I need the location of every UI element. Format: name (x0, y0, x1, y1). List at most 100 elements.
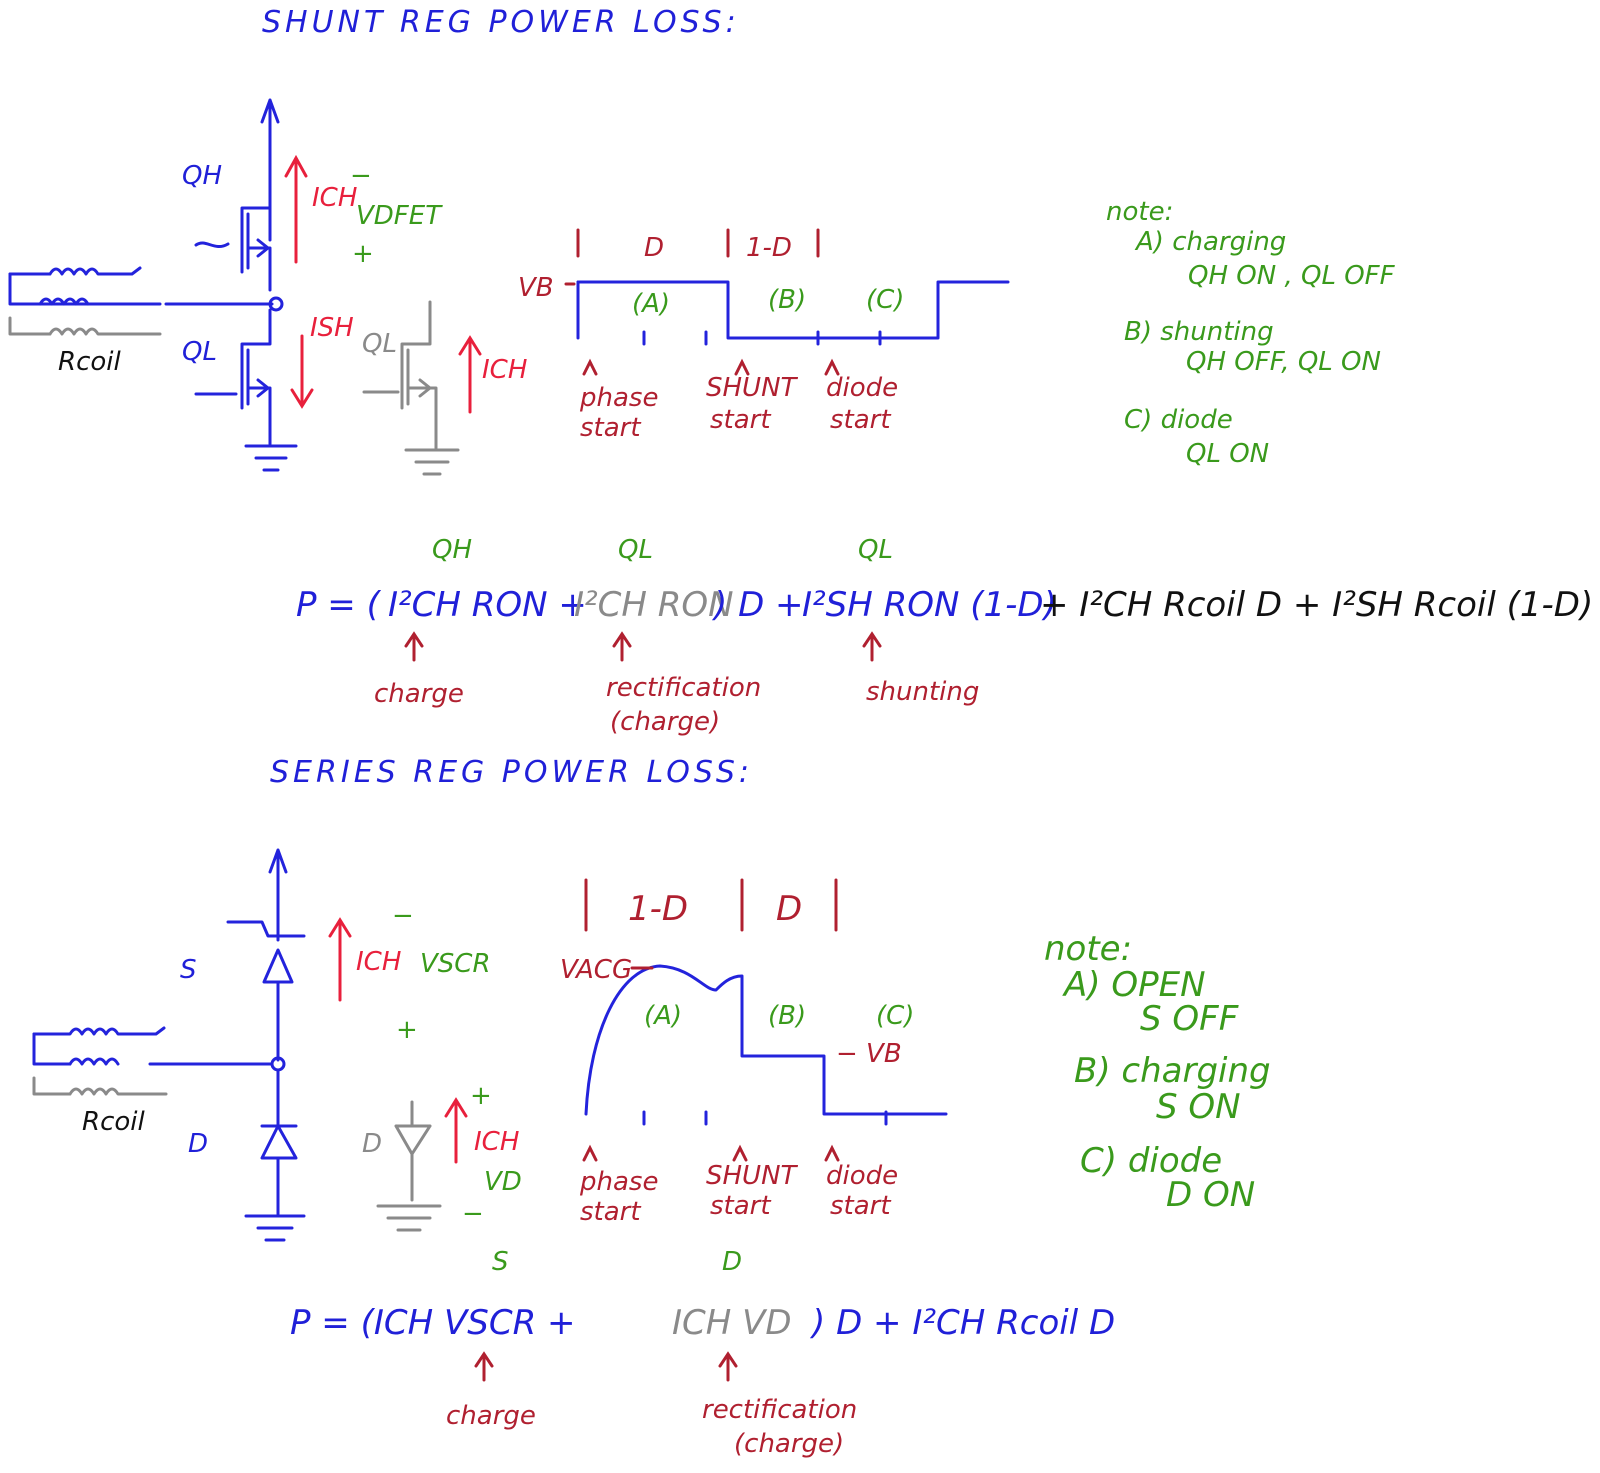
eq1-p: P = ( (296, 585, 382, 625)
series-plus: + (396, 1015, 418, 1045)
series-diode-label: diode (826, 1161, 898, 1191)
series-equation: S D P = (ICH VSCR + ICH VD ) D + I²CH Rc… (290, 1247, 1115, 1459)
series-vb-label: − VB (836, 1039, 902, 1069)
eq1-charge: charge (374, 679, 464, 709)
shunt-d-label: D (644, 233, 664, 263)
series-d-gray-label: D (362, 1129, 382, 1159)
shunt-plus: + (352, 239, 374, 269)
series-c-label: (C) (876, 1001, 914, 1031)
shunt-diode-label: diode (826, 373, 898, 403)
shunt-vb-label: VB (518, 273, 554, 303)
shunt-note: note: A) charging QH ON , QL OFF B) shun… (1106, 197, 1396, 469)
series-coils (32, 1026, 168, 1096)
shunt-minus: − (350, 161, 372, 191)
shunt-coils (8, 266, 162, 336)
shunt-ql-gray-label: QL (362, 329, 397, 359)
vscr-label: VSCR (420, 949, 491, 979)
eq2-top-s: S (492, 1247, 509, 1277)
series-note-b1: B) charging (1074, 1051, 1271, 1091)
series-note-c2: D ON (1166, 1175, 1255, 1215)
series-phase-label: phase (579, 1167, 658, 1197)
series-rcoil-label: Rcoil (82, 1107, 145, 1137)
series-note-title: note: (1044, 929, 1132, 969)
shunt-shunt-start: start (710, 405, 771, 435)
series-note: note: A) OPEN S OFF B) charging S ON C) … (1044, 929, 1271, 1215)
shunt-b-label: (B) (768, 285, 806, 315)
eq2-p: P = (ICH VSCR + (290, 1303, 576, 1343)
eq1-term4: I²SH RON (1-D) (802, 585, 1057, 625)
series-circuit (148, 848, 306, 1242)
shunt-note-title: note: (1106, 197, 1173, 227)
eq1-term2: I²CH RON (574, 585, 734, 625)
eq1-term5: + I²CH Rcoil D + I²SH Rcoil (1-D) (1040, 585, 1593, 625)
series-note-a2: S OFF (1140, 999, 1239, 1039)
shunt-rcoil-label: Rcoil (58, 347, 121, 377)
series-a-label: (A) (644, 1001, 682, 1031)
ish-arrow (290, 334, 314, 409)
eq1-top-ql1: QL (618, 535, 653, 565)
vdfet-label: VDFET (356, 201, 443, 231)
series-ich2-label: ICH (474, 1127, 519, 1157)
series-note-b2: S ON (1156, 1087, 1241, 1127)
ich-arrow (284, 154, 308, 264)
vd-label: VD (484, 1167, 522, 1197)
eq1-term3: ) D + (711, 585, 804, 625)
series-d-label: D (188, 1129, 208, 1159)
eq1-rect2: (charge) (610, 707, 720, 737)
series-note-c1: C) diode (1080, 1141, 1222, 1181)
ich-gray-arrow (458, 335, 482, 414)
series-gray-diode (376, 1100, 442, 1232)
shunt-ql-label: QL (182, 337, 217, 367)
series-timing-diagram (584, 878, 948, 1126)
series-phase-start: start (580, 1197, 641, 1227)
shunt-note-a1: A) charging (1134, 227, 1286, 257)
series-diode-start: start (830, 1191, 891, 1221)
shunt-circuit (164, 98, 298, 472)
series-minus: − (392, 901, 414, 931)
eq2-rect1: rectification (702, 1395, 857, 1425)
eq2-rect2: (charge) (734, 1429, 844, 1459)
shunt-ich-gray-label: ICH (482, 355, 527, 385)
shunt-note-b1: B) shunting (1124, 317, 1274, 347)
eq1-rect1: rectification (606, 673, 761, 703)
shunt-note-b2: QH OFF, QL ON (1186, 347, 1381, 377)
shunt-ish-label: ISH (310, 313, 354, 343)
eq2-top-d: D (722, 1247, 742, 1277)
shunt-diode-start: start (830, 405, 891, 435)
shunt-gray-ql (362, 300, 460, 476)
shunt-c-label: (C) (866, 285, 904, 315)
series-title: SERIES REG POWER LOSS: (270, 755, 753, 790)
eq1-term1: I²CH RON + (388, 585, 587, 625)
shunt-shunt-label: SHUNT (706, 373, 799, 403)
series-d-timing-label: D (776, 889, 802, 929)
series-shunt-start: start (710, 1191, 771, 1221)
shunt-phase-start: start (580, 413, 641, 443)
vacg-label: VACG (560, 955, 632, 985)
series-plus2: + (470, 1081, 492, 1111)
shunt-phase-label: phase (579, 383, 658, 413)
series-s-label: S (180, 955, 197, 985)
shunt-qh-label: QH (182, 161, 222, 191)
eq1-top-ql2: QL (858, 535, 893, 565)
shunt-timing-diagram (564, 228, 1010, 346)
shunt-timing-markers (582, 358, 840, 376)
eq2-term3: ) D + I²CH Rcoil D (809, 1303, 1115, 1343)
series-ich-label: ICH (356, 947, 401, 977)
series-1-d-label: 1-D (628, 889, 688, 929)
series-ich-arrow (328, 917, 352, 1002)
eq1-shunting: shunting (866, 677, 979, 707)
shunt-title: SHUNT REG POWER LOSS: (262, 5, 740, 40)
series-b-label: (B) (768, 1001, 806, 1031)
series-note-a1: A) OPEN (1062, 965, 1206, 1005)
eq1-top-qh: QH (432, 535, 472, 565)
shunt-1-d-label: 1-D (746, 233, 792, 263)
shunt-a-label: (A) (632, 289, 670, 319)
series-minus2: − (462, 1199, 484, 1229)
shunt-note-a2: QH ON , QL OFF (1188, 261, 1396, 291)
eq2-term2: ICH VD (672, 1303, 792, 1343)
shunt-ich-label: ICH (312, 183, 357, 213)
series-timing-markers (582, 1144, 840, 1162)
eq2-charge: charge (446, 1401, 536, 1431)
shunt-equation: QH QL QL P = ( I²CH RON + I²CH RON ) D +… (296, 535, 1593, 737)
